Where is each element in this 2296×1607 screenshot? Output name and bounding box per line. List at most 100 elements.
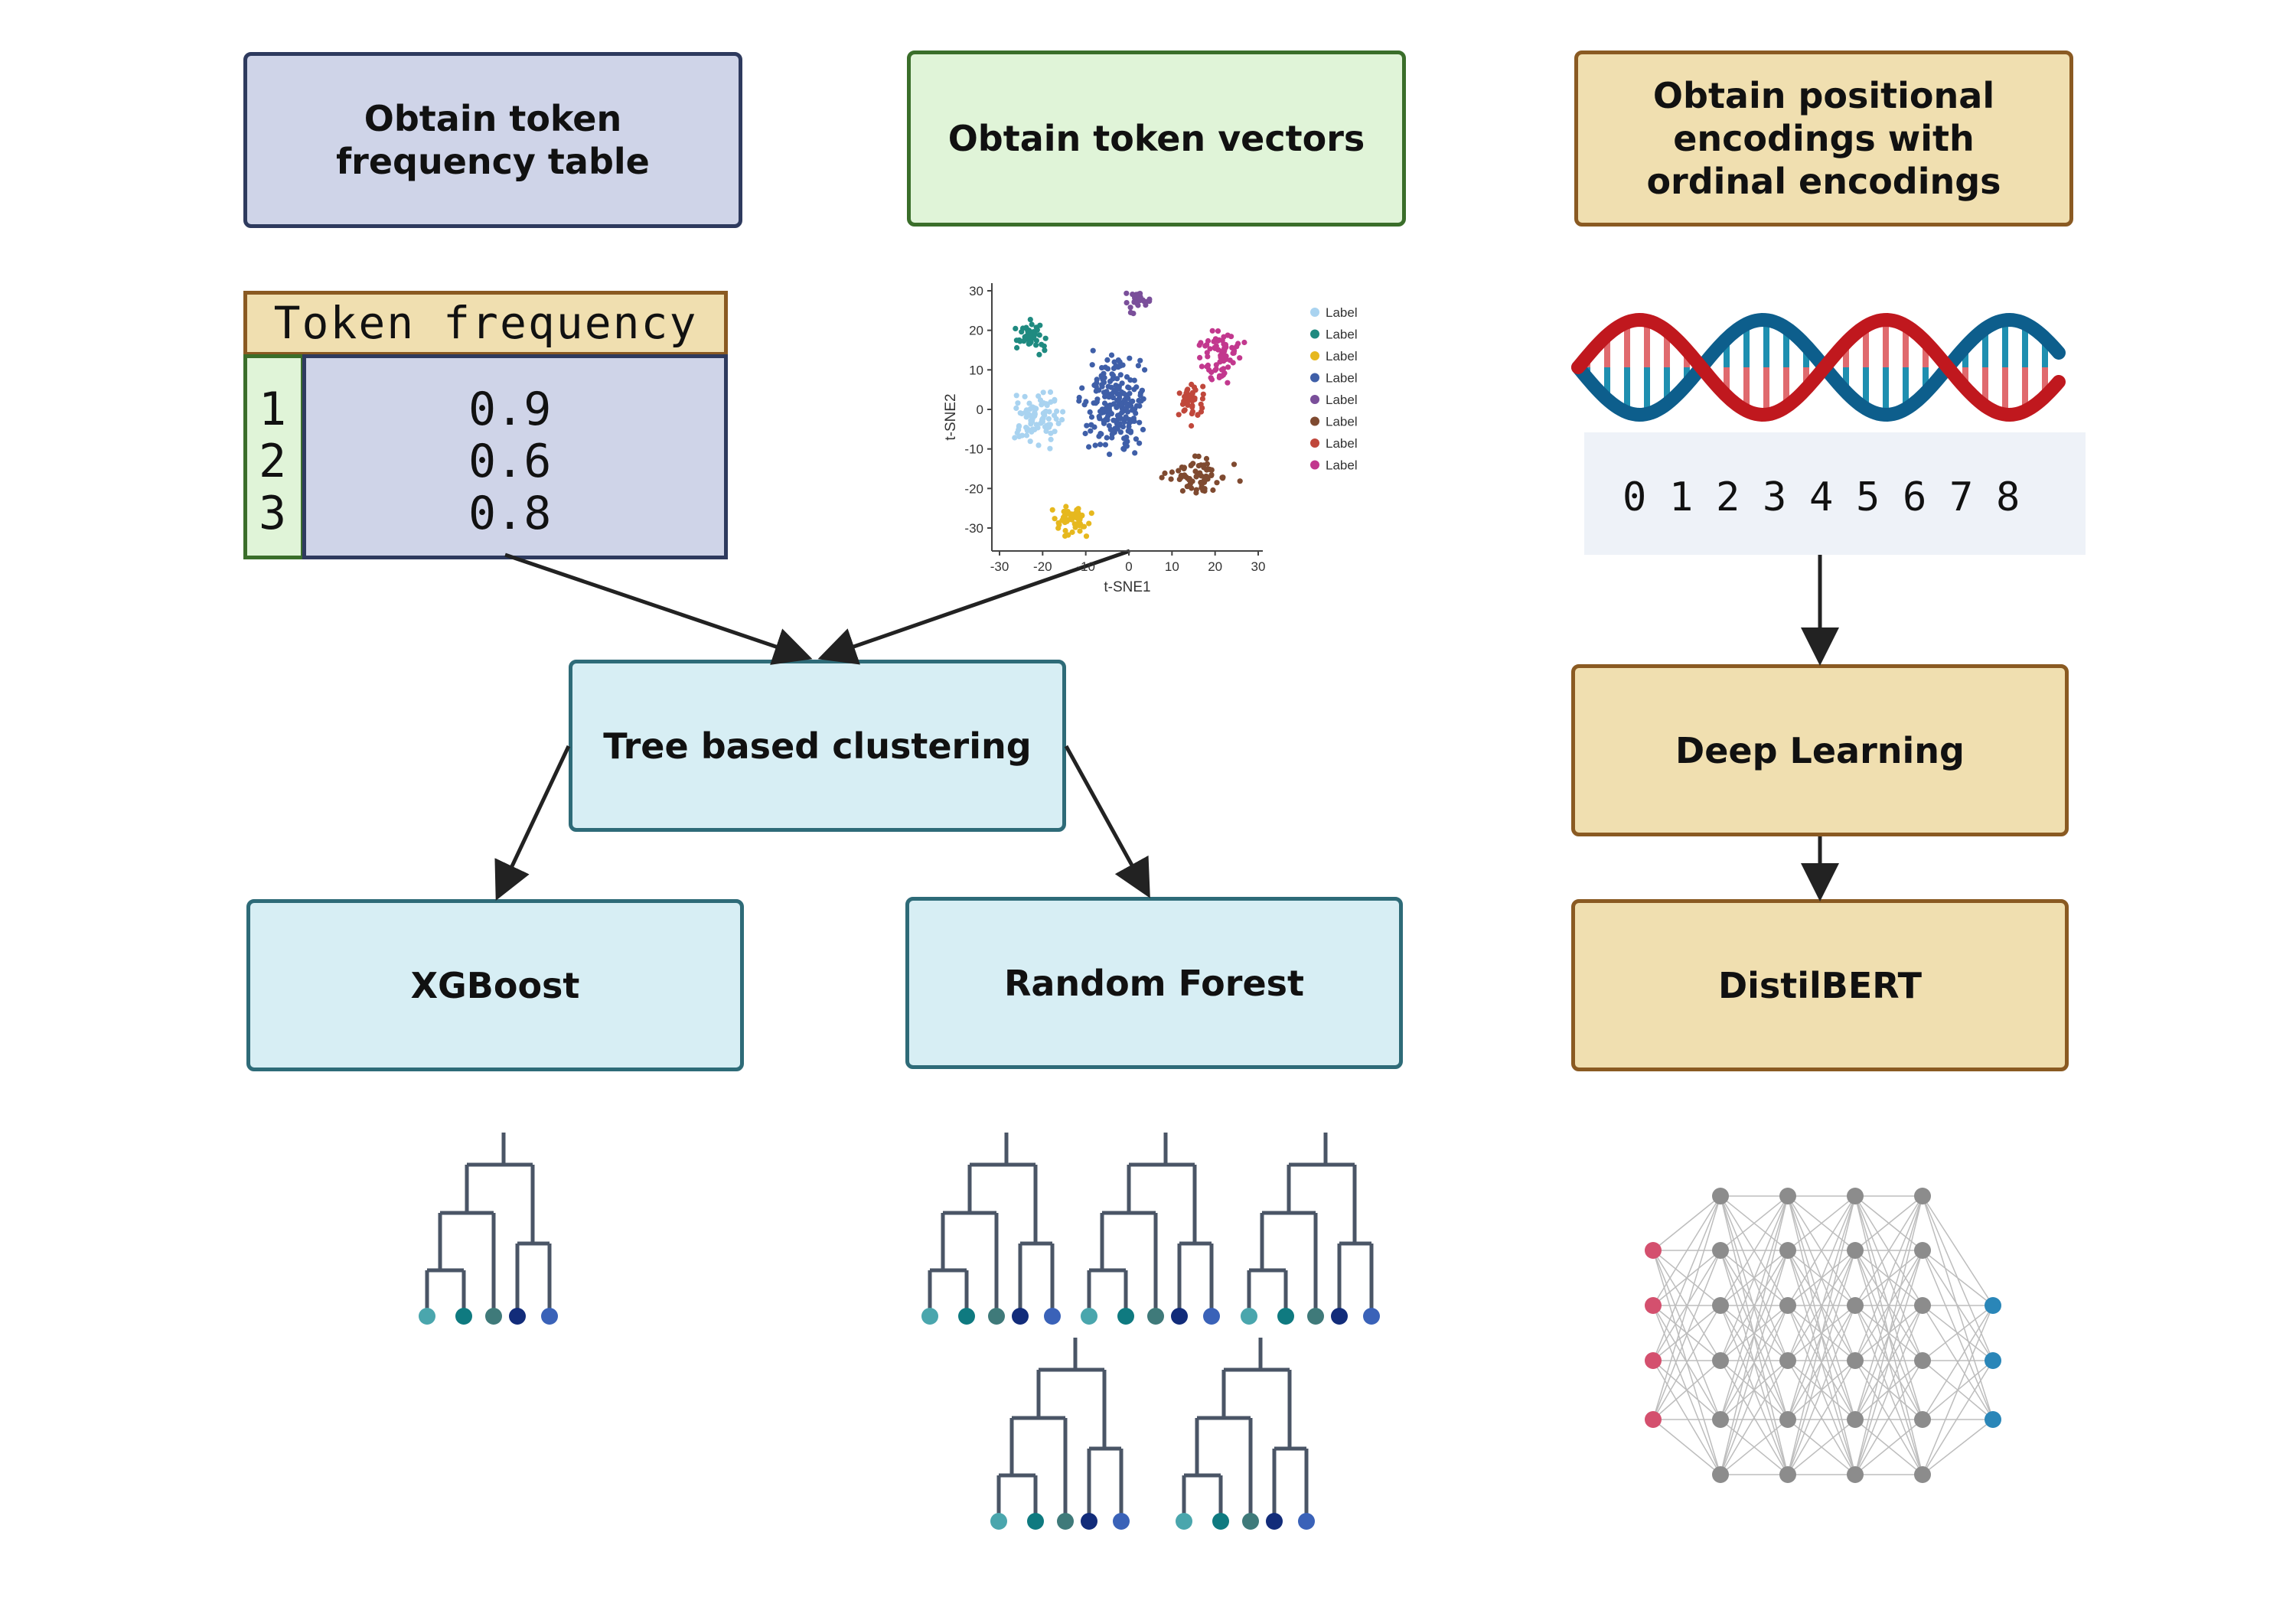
nn-hidden-node (1712, 1352, 1729, 1369)
nn-edge (1652, 1195, 1721, 1251)
tsne-y-tick-label: 0 (977, 403, 983, 417)
tsne-point (1189, 409, 1195, 415)
positional-encoding-box-label: Obtain positional encodings with ordinal… (1646, 75, 2001, 202)
nn-edge (1787, 1195, 1856, 1475)
tree-leaf (1117, 1308, 1134, 1325)
tsne-point (1033, 342, 1039, 348)
nn-edge (1922, 1195, 1994, 1306)
tsne-point (1197, 354, 1203, 360)
tsne-point (1043, 401, 1049, 407)
tsne-point (1086, 520, 1092, 526)
tsne-point (1117, 421, 1123, 427)
nn-edge (1787, 1250, 1856, 1475)
tsne-point (1089, 362, 1095, 368)
deep-learning-box: Deep Learning (1571, 664, 2069, 836)
tsne-point (1023, 432, 1030, 438)
tsne-point (1119, 409, 1125, 415)
tree-leaf (1212, 1513, 1229, 1530)
tsne-point (1200, 391, 1206, 397)
nn-edge (1720, 1195, 1789, 1475)
nn-edge (1652, 1360, 1721, 1475)
tsne-point (1117, 372, 1124, 378)
encoding-digit-8: 8 (1996, 474, 2020, 520)
nn-hidden-node (1914, 1466, 1931, 1483)
tree-leaf (1113, 1513, 1130, 1530)
tsne-legend-swatch (1310, 416, 1319, 426)
nn-edge (1652, 1195, 1721, 1361)
tsne-point (1204, 461, 1210, 467)
tsne-point (1191, 384, 1198, 390)
tsne-point (1036, 351, 1042, 357)
nn-edge (1720, 1195, 1789, 1361)
tsne-point (1041, 343, 1047, 349)
tsne-point (1097, 442, 1104, 448)
tsne-point (1096, 413, 1102, 419)
tree-leaf (1331, 1308, 1348, 1325)
tree-leaf (921, 1308, 938, 1325)
tsne-point (1204, 350, 1210, 356)
tree-clustering-box: Tree based clustering (569, 660, 1066, 832)
tsne-point (1189, 390, 1195, 396)
tsne-legend-swatch (1310, 460, 1319, 470)
tsne-point (1086, 444, 1092, 450)
tsne-x-tick-label: 10 (1165, 559, 1179, 574)
tsne-point (1035, 442, 1042, 448)
tsne-point (1176, 468, 1182, 474)
tsne-y-tick-label: 10 (969, 363, 983, 377)
tsne-point (1104, 435, 1110, 441)
tsne-point (1217, 359, 1223, 365)
tree-leaf (1027, 1513, 1044, 1530)
nn-hidden-node (1779, 1242, 1796, 1259)
nn-edge (1720, 1195, 1789, 1420)
tsne-point (1052, 429, 1058, 435)
tree-leaf (1363, 1308, 1380, 1325)
tsne-point (1169, 469, 1175, 475)
tsne-point (1119, 380, 1125, 386)
tree-leaf (1203, 1308, 1220, 1325)
tsne-point (1012, 435, 1018, 441)
tsne-y-tick-label: -10 (964, 442, 983, 457)
tsne-point (1101, 375, 1107, 381)
nn-edge (1720, 1250, 1789, 1475)
nn-edge (1652, 1360, 1721, 1420)
tsne-point (1105, 383, 1111, 390)
tsne-legend-swatch (1310, 395, 1319, 404)
tsne-point (1079, 385, 1085, 391)
nn-edge (1787, 1195, 1856, 1420)
tsne-point (1104, 389, 1110, 395)
tsne-point (1101, 420, 1107, 426)
nn-edge (1922, 1195, 1994, 1420)
tsne-point (1059, 517, 1065, 523)
tsne-point (1230, 360, 1236, 366)
tree-leaf (988, 1308, 1005, 1325)
tree-leaf (485, 1308, 502, 1325)
tsne-point (1241, 339, 1247, 346)
nn-edge (1652, 1195, 1721, 1420)
arrow-tree-to-random-forest (1064, 745, 1150, 898)
tsne-point (1026, 411, 1032, 417)
tsne-point (1052, 516, 1058, 522)
tsne-point (1060, 409, 1066, 415)
nn-edge (1854, 1305, 1923, 1475)
tsne-x-tick-label: -10 (1076, 559, 1095, 574)
encoding-digit-1: 1 (1669, 474, 1694, 520)
tsne-legend-label: Label (1326, 415, 1358, 429)
nn-edge (1787, 1360, 1856, 1475)
nn-edge (1854, 1195, 1923, 1306)
tsne-point (1186, 477, 1192, 483)
tsne-legend-swatch (1310, 351, 1319, 360)
nn-output-node (1985, 1411, 2001, 1428)
tsne-point (1054, 408, 1060, 415)
encoding-digit-2: 2 (1716, 474, 1740, 520)
tree-leaf (1241, 1308, 1257, 1325)
tsne-point (1109, 435, 1115, 441)
tsne-point (1051, 412, 1058, 419)
tsne-point (1026, 400, 1032, 406)
tsne-point (1099, 382, 1105, 388)
tsne-point (1139, 387, 1145, 393)
nn-edge (1854, 1195, 1923, 1420)
tsne-x-label: t-SNE1 (1104, 579, 1150, 595)
nn-hidden-node (1914, 1242, 1931, 1259)
nn-edge (1854, 1195, 1923, 1361)
nn-hidden-node (1779, 1466, 1796, 1483)
